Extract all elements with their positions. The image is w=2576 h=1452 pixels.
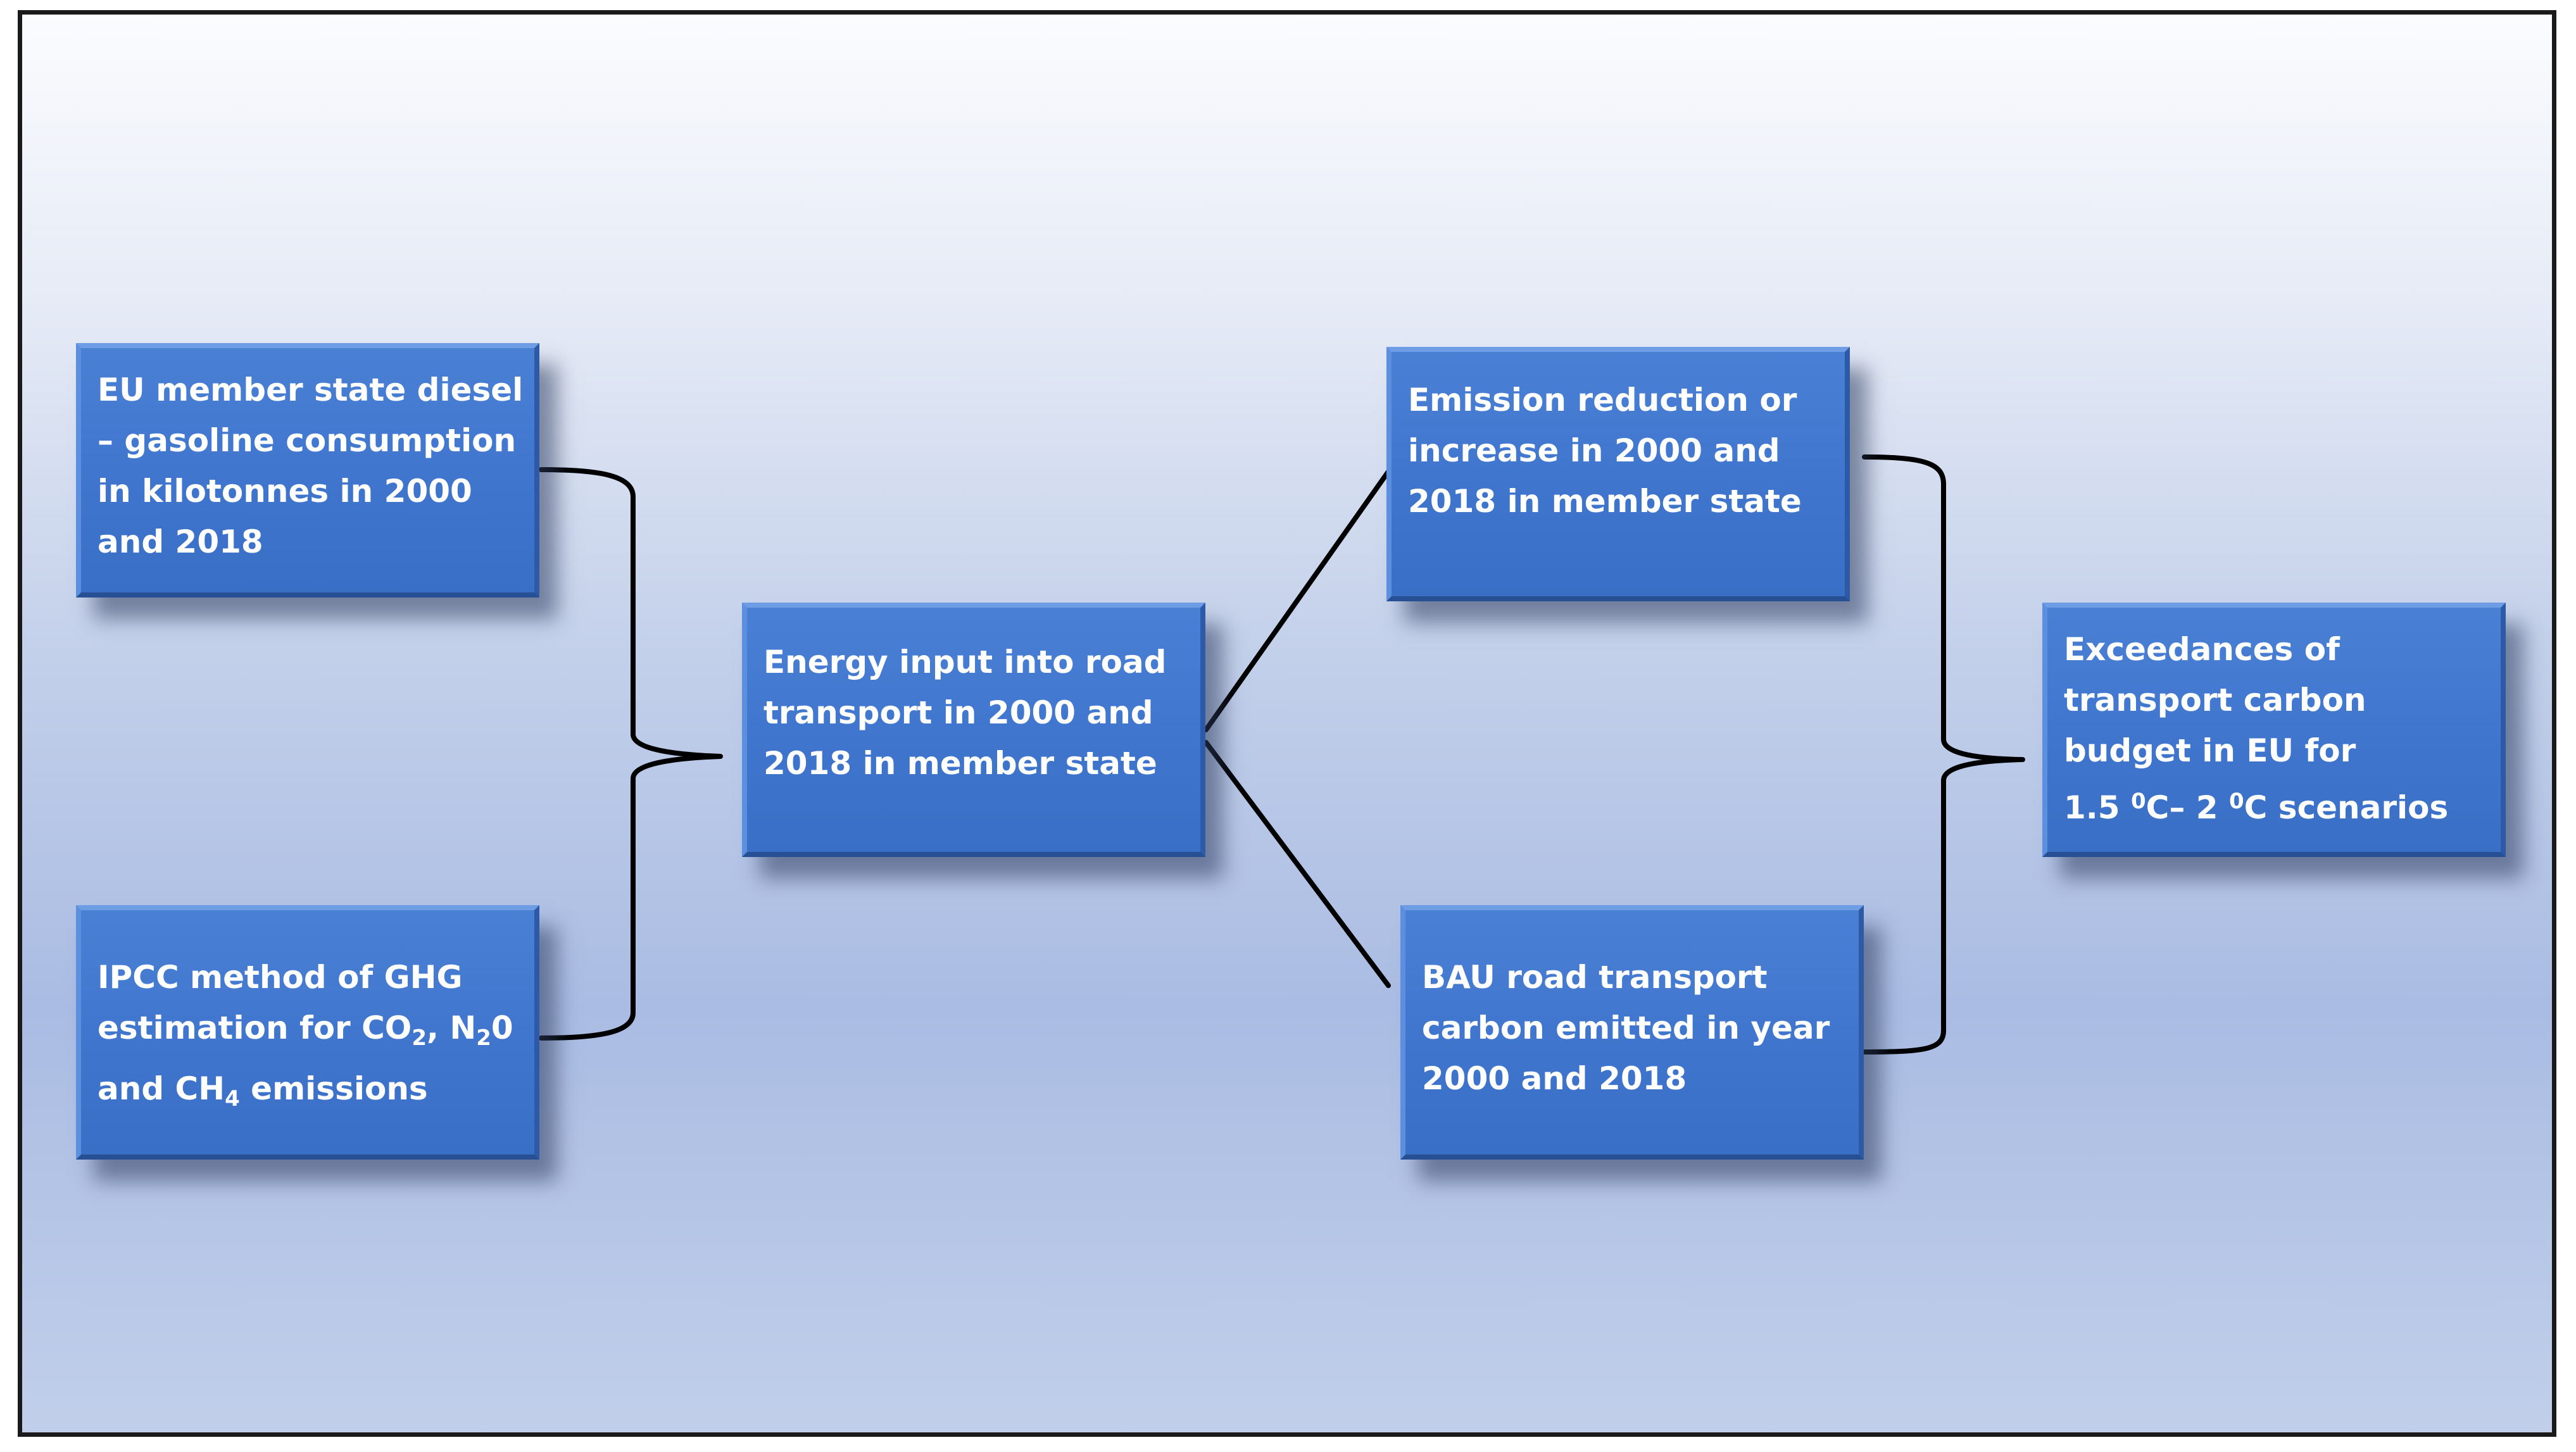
- connector-energy-to-emission: [1203, 469, 1391, 732]
- energy-line-2: transport in 2000 and: [763, 694, 1153, 731]
- exceedances-line-3: budget in EU for: [2064, 732, 2356, 769]
- consumption-box: EU member state diesel – gasoline consum…: [76, 343, 539, 598]
- bau-line-2: carbon emitted in year: [1422, 1010, 1830, 1046]
- consumption-line-3: in kilotonnes in 2000: [97, 473, 472, 510]
- consumption-line-4: and 2018: [97, 523, 263, 560]
- ipcc-line-2: estimation for CO2, N20: [97, 1010, 513, 1051]
- consumption-line-1: EU member state diesel: [97, 372, 524, 408]
- ipcc-line-3: and CH4 emissions: [97, 1070, 428, 1111]
- bau-box: BAU road transport carbon emitted in yea…: [1400, 905, 1864, 1160]
- connector-energy-to-bau: [1203, 740, 1391, 988]
- ipcc-line-1: IPCC method of GHG: [97, 959, 463, 996]
- exceedances-line-1: Exceedances of: [2064, 631, 2340, 668]
- exceedances-line-2: transport carbon: [2064, 682, 2366, 718]
- exceedances-line-4: 1.5 0C– 2 0C scenarios: [2064, 789, 2449, 826]
- energy-input-box: Energy input into road transport in 2000…: [742, 603, 1205, 857]
- emission-line-2: increase in 2000 and: [1408, 432, 1780, 469]
- emission-change-box: Emission reduction or increase in 2000 a…: [1386, 347, 1850, 601]
- right-merge-brace: [1862, 454, 2025, 1055]
- ipcc-method-box: IPCC method of GHG estimation for CO2, N…: [76, 905, 539, 1160]
- consumption-line-2: – gasoline consumption: [97, 422, 517, 459]
- bau-line-3: 2000 and 2018: [1422, 1060, 1687, 1097]
- exceedances-box: Exceedances of transport carbon budget i…: [2042, 603, 2506, 857]
- emission-line-1: Emission reduction or: [1408, 382, 1797, 418]
- energy-line-3: 2018 in member state: [763, 745, 1157, 782]
- bau-line-1: BAU road transport: [1422, 959, 1768, 996]
- energy-line-1: Energy input into road: [763, 644, 1167, 680]
- left-merge-brace: [539, 467, 723, 1041]
- emission-line-3: 2018 in member state: [1408, 483, 1802, 520]
